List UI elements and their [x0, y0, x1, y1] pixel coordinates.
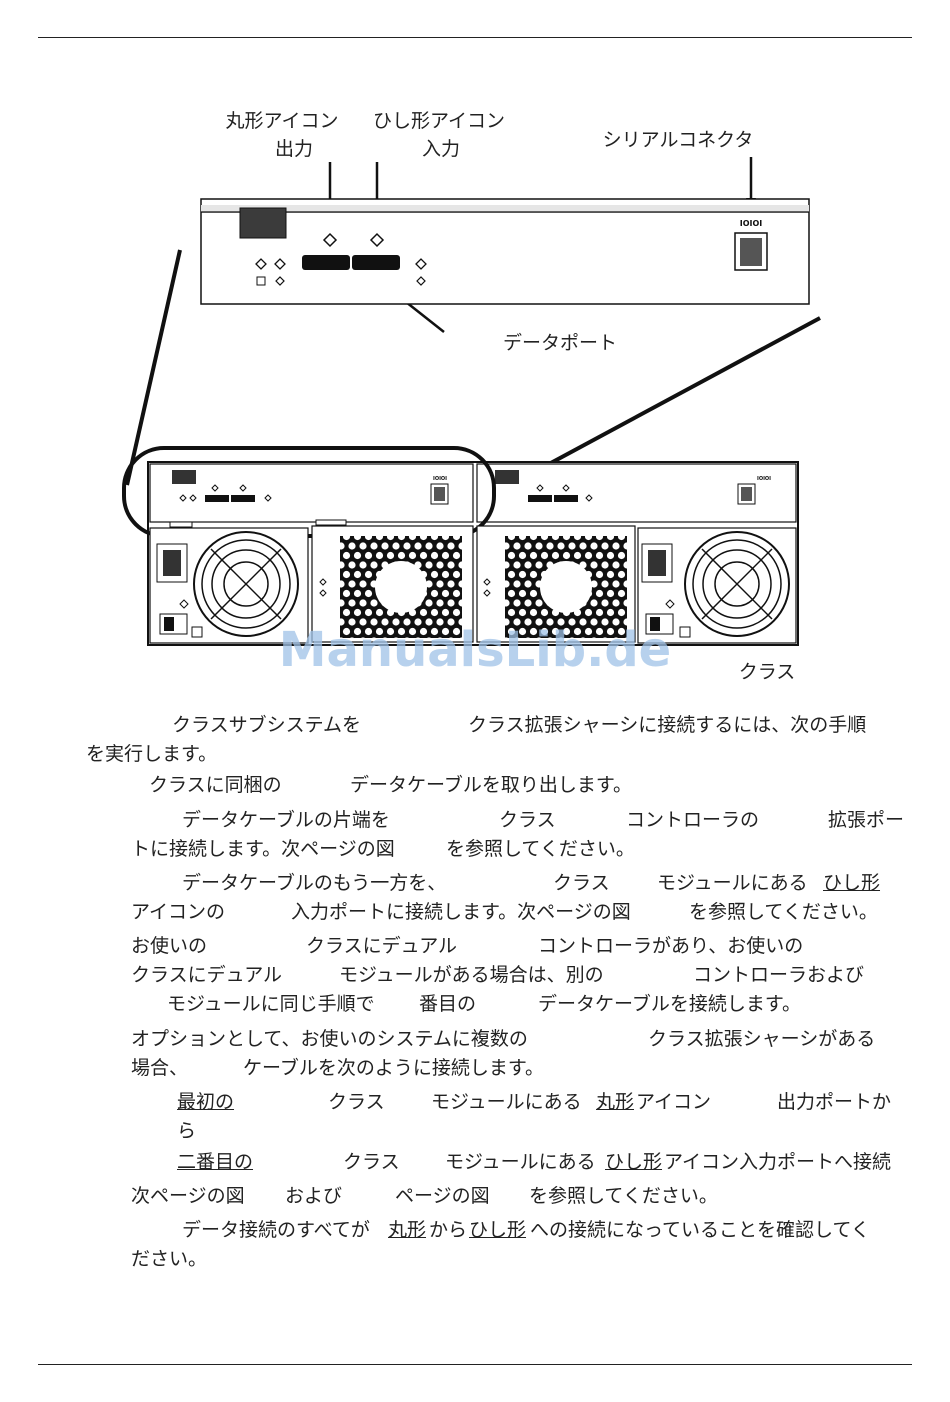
option-text-a: オプションとして、お使いのシステムに複数の [131, 1028, 528, 1050]
step-2-text-e: トに接続します。次ページの図 [131, 838, 395, 860]
step-3-text-d: ひし形 [823, 872, 881, 894]
note-text-h: 番目の [419, 993, 477, 1015]
note-text-e: モジュールがある場合は、別の [339, 964, 604, 986]
confirm-text-f: ださい。 [131, 1248, 208, 1270]
bullet-2-text-d: ひし形 [605, 1151, 663, 1173]
note-text-a: お使いの [131, 935, 208, 957]
step-3-text-f: 入力ポートに接続します。次ページの図 [291, 901, 631, 923]
note-text-b: クラスにデュアル [306, 935, 458, 957]
bullet-1-text-e: アイコン [636, 1091, 712, 1113]
diamond-icon-label: ひし形アイコン [373, 110, 505, 132]
confirm-text-b: 丸形 [388, 1219, 427, 1241]
highlight-outline [122, 446, 496, 538]
step-3-text-b: クラス [553, 872, 610, 894]
reference-text-c: ページの図 [395, 1185, 490, 1207]
data-port-out [302, 255, 350, 270]
note-text-g: モジュールに同じ手順で [167, 993, 375, 1015]
input-label: 入力 [422, 138, 460, 160]
note-text-i: データケーブルを接続します。 [538, 993, 801, 1015]
step-1-text-a: クラスに同梱の [149, 774, 282, 796]
option-text-c: 場合、 [131, 1057, 189, 1079]
step-2-text-c: コントローラの [626, 809, 760, 831]
confirm-text-d: ひし形 [469, 1219, 527, 1241]
confirm-text-a: データ接続のすべてが [182, 1219, 370, 1241]
bottom-rule [38, 1364, 912, 1365]
data-port-in [352, 255, 400, 270]
output-label: 出力 [275, 138, 313, 160]
confirm-text-c: から [429, 1219, 468, 1241]
confirm-text-e: への接続になっていることを確認してく [530, 1219, 870, 1241]
bullet-2-text-a: 二番目の [177, 1151, 254, 1173]
option-text-d: ケーブルを次のように接続します。 [243, 1057, 544, 1079]
step-2-text-f: を参照してください。 [446, 838, 635, 860]
bullet-1-text-c: モジュールにある [431, 1091, 582, 1113]
watermark: ManualsLib.de [279, 622, 671, 678]
intro-text-a: クラスサブシステムを [172, 714, 362, 736]
step-2-text-a: データケーブルの片端を [182, 809, 390, 831]
bullet-2-text-c: モジュールにある [445, 1151, 596, 1173]
note-text-f: コントローラおよび [693, 964, 865, 986]
bullet-1-text-a: 最初の [177, 1091, 235, 1113]
round-icon-label: 丸形アイコン [225, 110, 338, 132]
step-1-text-b: データケーブルを取り出します。 [350, 774, 632, 796]
intro-text-c: を実行します。 [86, 743, 218, 765]
note-text-d: クラスにデュアル [131, 964, 283, 986]
step-3-text-g: を参照してください。 [689, 901, 878, 923]
intro-text-b: クラス拡張シャーシに接続するには、次の手順 [468, 714, 867, 736]
enlarged-module: IOIOI [200, 198, 810, 305]
bullet-1-text-g: ら [177, 1120, 197, 1142]
serial-connector-label: シリアルコネクタ [603, 129, 754, 151]
step-2-text-b: クラス [499, 809, 556, 831]
bullet-2-text-b: クラス [343, 1151, 400, 1173]
note-text-c: コントローラがあり、お使いの [538, 935, 804, 957]
reference-text-a: 次ページの図 [131, 1185, 245, 1207]
step-2-text-d: 拡張ポー [828, 809, 905, 831]
bullet-1-text-f: 出力ポートか [777, 1091, 892, 1113]
bullet-1-text-b: クラス [328, 1091, 385, 1113]
step-3-text-c: モジュールにある [657, 872, 808, 894]
step-3-text-a: データケーブルのもう一方を、 [182, 872, 447, 894]
latch-handle [239, 207, 287, 239]
serial-port-text-left: IOIOI [433, 476, 447, 482]
bullet-1-text-d: 丸形 [596, 1091, 635, 1113]
data-port-label: データポート [503, 332, 617, 354]
reference-text-d: を参照してください。 [529, 1185, 718, 1207]
bullet-2-text-e: アイコン入力ポートへ接続 [664, 1151, 892, 1173]
step-3-text-e: アイコンの [131, 901, 226, 923]
reference-text-b: および [285, 1185, 343, 1207]
diamond-led-icon [369, 232, 385, 248]
connection-diagram: 丸形アイコン 出力 ひし形アイコン 入力 シリアルコネクタ データポート IOI… [122, 110, 821, 683]
figure-caption: クラス [739, 661, 796, 683]
enclosure-rear: IOIOI IOIOI [122, 446, 799, 646]
top-rule [38, 37, 912, 38]
serial-port-text-right: IOIOI [757, 476, 771, 482]
round-led-diamond-icon [322, 232, 338, 248]
serial-port-text: IOIOI [740, 219, 763, 228]
zoom-line-left [125, 249, 182, 486]
option-text-b: クラス拡張シャーシがある [648, 1028, 876, 1050]
